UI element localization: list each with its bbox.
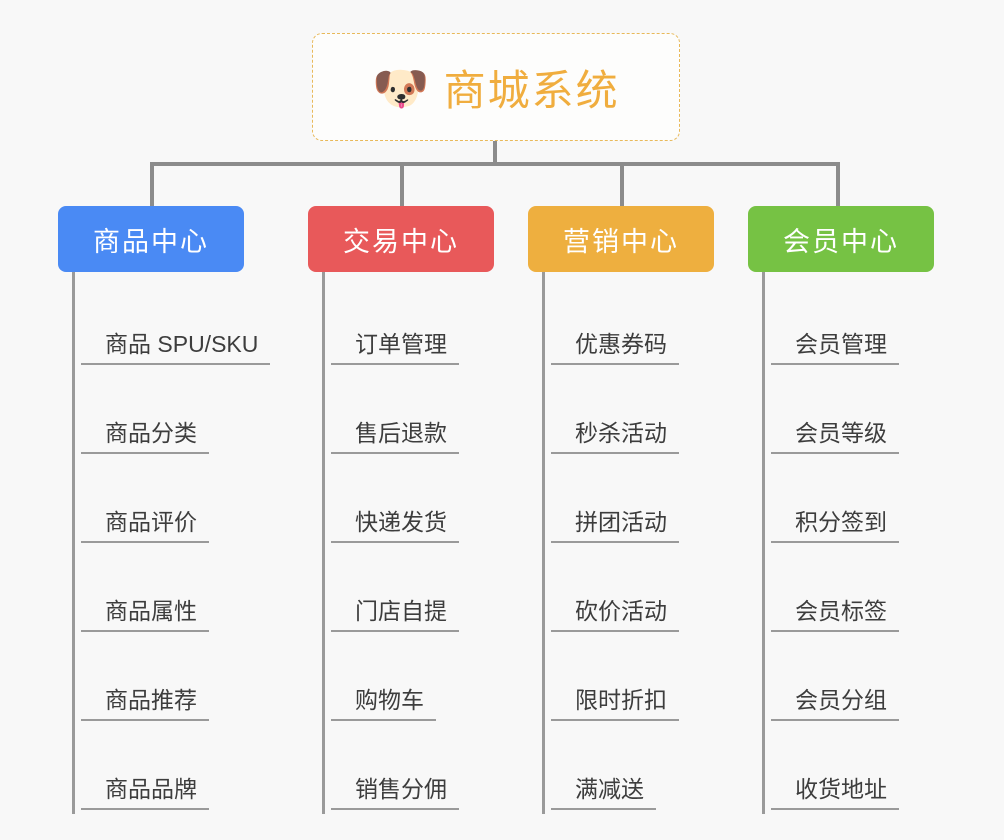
leaf-label: 商品品牌	[81, 776, 209, 810]
leaf-stack-0: 商品 SPU/SKU 商品分类 商品评价 商品属性 商品推荐 商品品牌	[72, 272, 271, 814]
leaf-stack-1: 订单管理 售后退款 快递发货 门店自提 购物车 销售分佣	[322, 272, 494, 814]
connector-drop-0	[150, 162, 154, 208]
leaf-item[interactable]: 限时折扣	[545, 636, 714, 725]
leaf-label: 售后退款	[331, 420, 459, 454]
leaf-label: 会员分组	[771, 687, 899, 721]
column-trade-center: 交易中心 订单管理 售后退款 快递发货 门店自提 购物车 销售分佣	[308, 206, 494, 814]
leaf-label: 商品属性	[81, 598, 209, 632]
connector-horizontal-bar	[150, 162, 840, 166]
root-title: 商城系统	[443, 66, 620, 114]
leaf-label: 快递发货	[331, 509, 459, 543]
leaf-label: 订单管理	[331, 331, 459, 365]
leaf-label: 商品推荐	[81, 687, 209, 721]
leaf-label: 优惠券码	[551, 331, 679, 365]
leaf-label: 满减送	[551, 776, 656, 810]
leaf-label: 购物车	[331, 687, 436, 721]
leaf-label: 门店自提	[331, 598, 459, 632]
leaf-stack-2: 优惠券码 秒杀活动 拼团活动 砍价活动 限时折扣 满减送	[542, 272, 714, 814]
leaf-item[interactable]: 订单管理	[325, 280, 494, 369]
leaf-item[interactable]: 商品 SPU/SKU	[75, 280, 271, 369]
leaf-item[interactable]: 快递发货	[325, 458, 494, 547]
leaf-item[interactable]: 商品推荐	[75, 636, 244, 725]
leaf-item[interactable]: 购物车	[325, 636, 494, 725]
connector-drop-1	[400, 162, 404, 208]
leaf-item[interactable]: 会员标签	[765, 547, 934, 636]
category-title-2: 营销中心	[563, 226, 679, 257]
category-title-3: 会员中心	[783, 226, 899, 257]
leaf-label: 收货地址	[771, 776, 899, 810]
column-marketing-center: 营销中心 优惠券码 秒杀活动 拼团活动 砍价活动 限时折扣 满减送	[528, 206, 714, 814]
connector-root-stem	[493, 141, 497, 165]
leaf-item[interactable]: 商品品牌	[75, 725, 244, 814]
leaf-item[interactable]: 销售分佣	[325, 725, 494, 814]
leaf-label: 拼团活动	[551, 509, 679, 543]
category-header-2[interactable]: 营销中心	[528, 206, 714, 272]
leaf-label: 限时折扣	[551, 687, 679, 721]
root-node[interactable]: 🐶 商城系统	[312, 33, 680, 141]
leaf-item[interactable]: 积分签到	[765, 458, 934, 547]
column-product-center: 商品中心 商品 SPU/SKU 商品分类 商品评价 商品属性 商品推荐 商品品牌	[58, 206, 271, 814]
leaf-item[interactable]: 会员分组	[765, 636, 934, 725]
leaf-item[interactable]: 会员等级	[765, 369, 934, 458]
leaf-label: 商品评价	[81, 509, 209, 543]
category-header-0[interactable]: 商品中心	[58, 206, 244, 272]
column-member-center: 会员中心 会员管理 会员等级 积分签到 会员标签 会员分组 收货地址	[748, 206, 934, 814]
category-header-1[interactable]: 交易中心	[308, 206, 494, 272]
leaf-stack-3: 会员管理 会员等级 积分签到 会员标签 会员分组 收货地址	[762, 272, 934, 814]
leaf-label: 商品 SPU/SKU	[81, 331, 271, 365]
leaf-item[interactable]: 收货地址	[765, 725, 934, 814]
leaf-label: 积分签到	[771, 509, 899, 543]
leaf-item[interactable]: 满减送	[545, 725, 714, 814]
leaf-item[interactable]: 售后退款	[325, 369, 494, 458]
leaf-item[interactable]: 商品评价	[75, 458, 244, 547]
leaf-label: 销售分佣	[331, 776, 459, 810]
category-header-3[interactable]: 会员中心	[748, 206, 934, 272]
leaf-item[interactable]: 会员管理	[765, 280, 934, 369]
leaf-item[interactable]: 商品属性	[75, 547, 244, 636]
leaf-label: 会员标签	[771, 598, 899, 632]
leaf-label: 砍价活动	[551, 598, 679, 632]
leaf-label: 商品分类	[81, 420, 209, 454]
connector-drop-2	[620, 162, 624, 208]
shiba-dog-face-icon: 🐶	[372, 62, 430, 114]
leaf-item[interactable]: 门店自提	[325, 547, 494, 636]
leaf-item[interactable]: 砍价活动	[545, 547, 714, 636]
leaf-label: 秒杀活动	[551, 420, 679, 454]
leaf-label: 会员等级	[771, 420, 899, 454]
leaf-item[interactable]: 优惠券码	[545, 280, 714, 369]
leaf-item[interactable]: 商品分类	[75, 369, 244, 458]
category-title-0: 商品中心	[93, 226, 209, 257]
leaf-item[interactable]: 秒杀活动	[545, 369, 714, 458]
connector-drop-3	[836, 162, 840, 208]
category-title-1: 交易中心	[343, 226, 459, 257]
leaf-item[interactable]: 拼团活动	[545, 458, 714, 547]
leaf-label: 会员管理	[771, 331, 899, 365]
